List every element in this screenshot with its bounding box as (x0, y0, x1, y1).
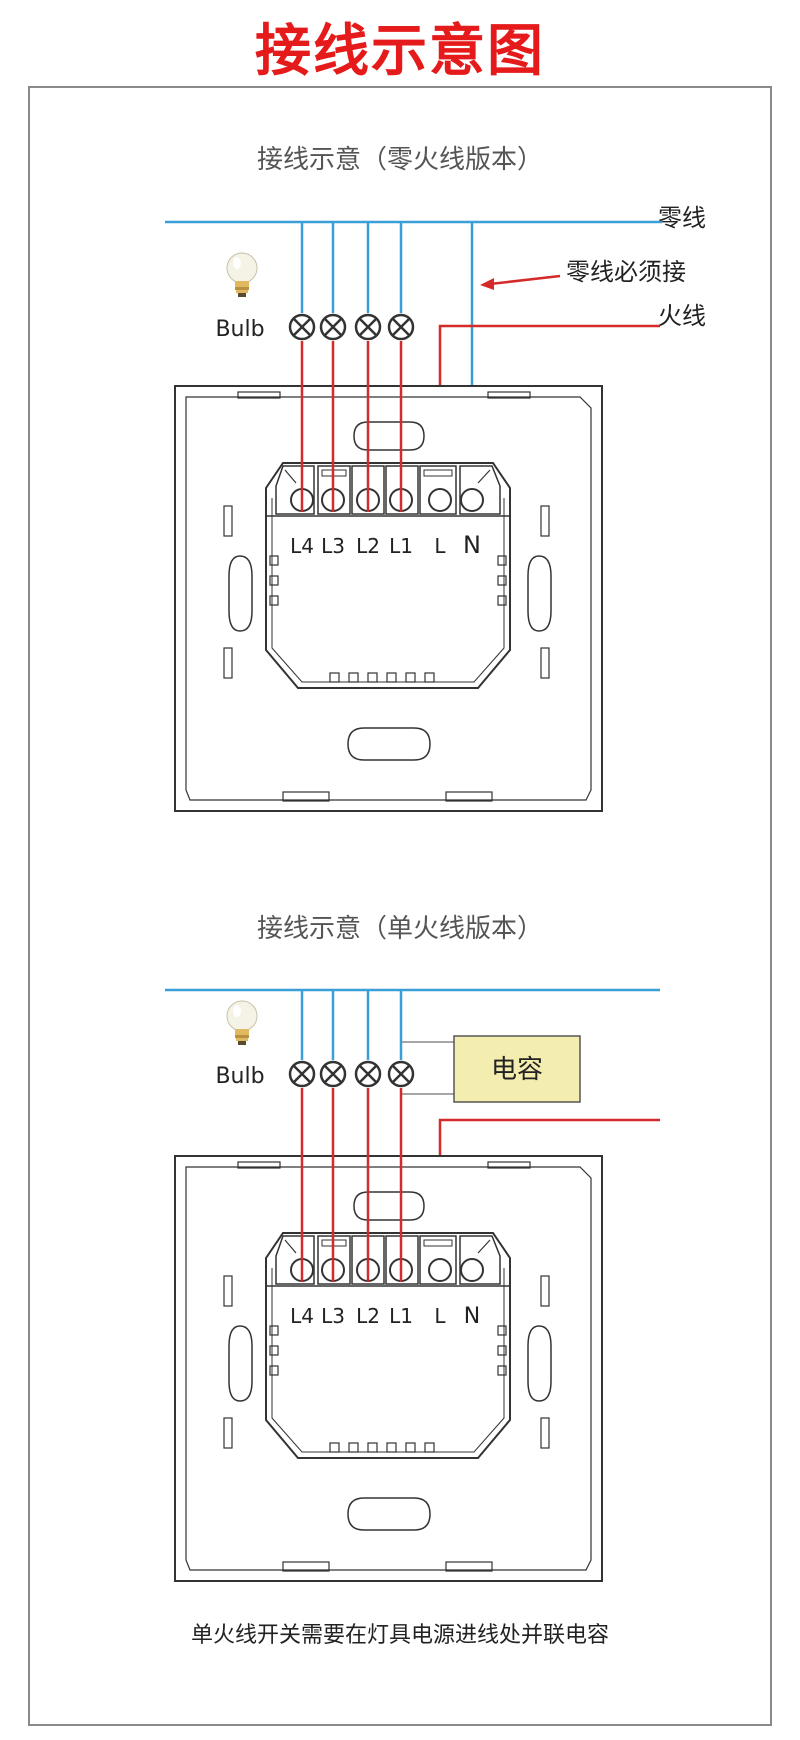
lamp-symbol-2 (319, 313, 347, 341)
diagram-single-live: 接线示意（单火线版本） 电容 Bulb L4 L3 L2 L1 (165, 914, 660, 1582)
terminal-label-l: L (434, 534, 446, 558)
lamp-symbol-3b (354, 1060, 382, 1088)
page-title: 接线示意图 (255, 19, 545, 84)
capacitor-label: 电容 (491, 1055, 543, 1085)
diagram-zero-live: 接线示意（零火线版本） 零线 零线必须接 火线 Bulb (165, 145, 706, 812)
terminal-label-l2: L2 (356, 534, 380, 558)
switch-back-panel (174, 385, 603, 812)
terminal-label-nb: N (464, 1304, 480, 1329)
diagram-single-heading: 接线示意（单火线版本） (257, 914, 543, 944)
terminal-label-l3b: L3 (321, 1304, 345, 1328)
terminal-label-l3: L3 (321, 534, 345, 558)
terminal-label-l4: L4 (290, 534, 314, 558)
switch-back-panel-b (174, 1155, 603, 1582)
terminal-label-lb: L (434, 1304, 446, 1328)
lamp-symbol-1 (288, 313, 316, 341)
terminal-label-l1b: L1 (389, 1304, 413, 1328)
bulb-label-b: Bulb (215, 1064, 264, 1089)
neutral-required-note: 零线必须接 (566, 258, 686, 286)
neutral-label: 零线 (658, 204, 706, 232)
lamp-symbol-3 (354, 313, 382, 341)
footer-note: 单火线开关需要在灯具电源进线处并联电容 (191, 1623, 609, 1648)
lamp-symbol-4b (387, 1060, 415, 1088)
note-arrow (489, 274, 561, 286)
lamp-symbol-1b (288, 1060, 316, 1088)
terminal-label-n: N (463, 531, 481, 559)
bulb-icon (226, 252, 258, 298)
bulb-label: Bulb (215, 317, 264, 342)
capacitor-box (453, 1035, 581, 1103)
bulb-icon-b (226, 1000, 258, 1046)
terminal-label-l1: L1 (389, 534, 413, 558)
lamp-symbol-2b (319, 1060, 347, 1088)
lamp-symbol-4 (387, 313, 415, 341)
live-label: 火线 (658, 302, 706, 330)
terminal-label-l4b: L4 (290, 1304, 314, 1328)
diagram-frame (28, 86, 772, 1726)
terminal-label-l2b: L2 (356, 1304, 380, 1328)
diagram-zero-heading: 接线示意（零火线版本） (257, 145, 543, 175)
